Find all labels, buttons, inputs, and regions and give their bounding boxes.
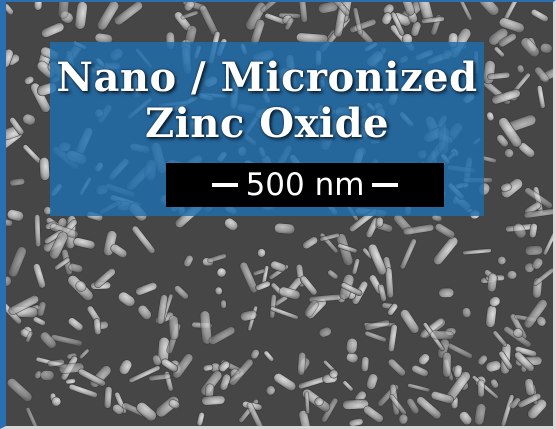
title-overlay-band: Nano / Micronized Zinc Oxide 500 nm [50, 42, 484, 216]
scale-bar: 500 nm [166, 163, 444, 207]
title-line-1: Nano / Micronized [56, 54, 478, 101]
scale-bar-left-tick [211, 183, 238, 187]
title-line-2: Zinc Oxide [144, 100, 390, 147]
scale-bar-label: 500 nm [245, 167, 365, 203]
scale-bar-right-tick [372, 183, 399, 187]
